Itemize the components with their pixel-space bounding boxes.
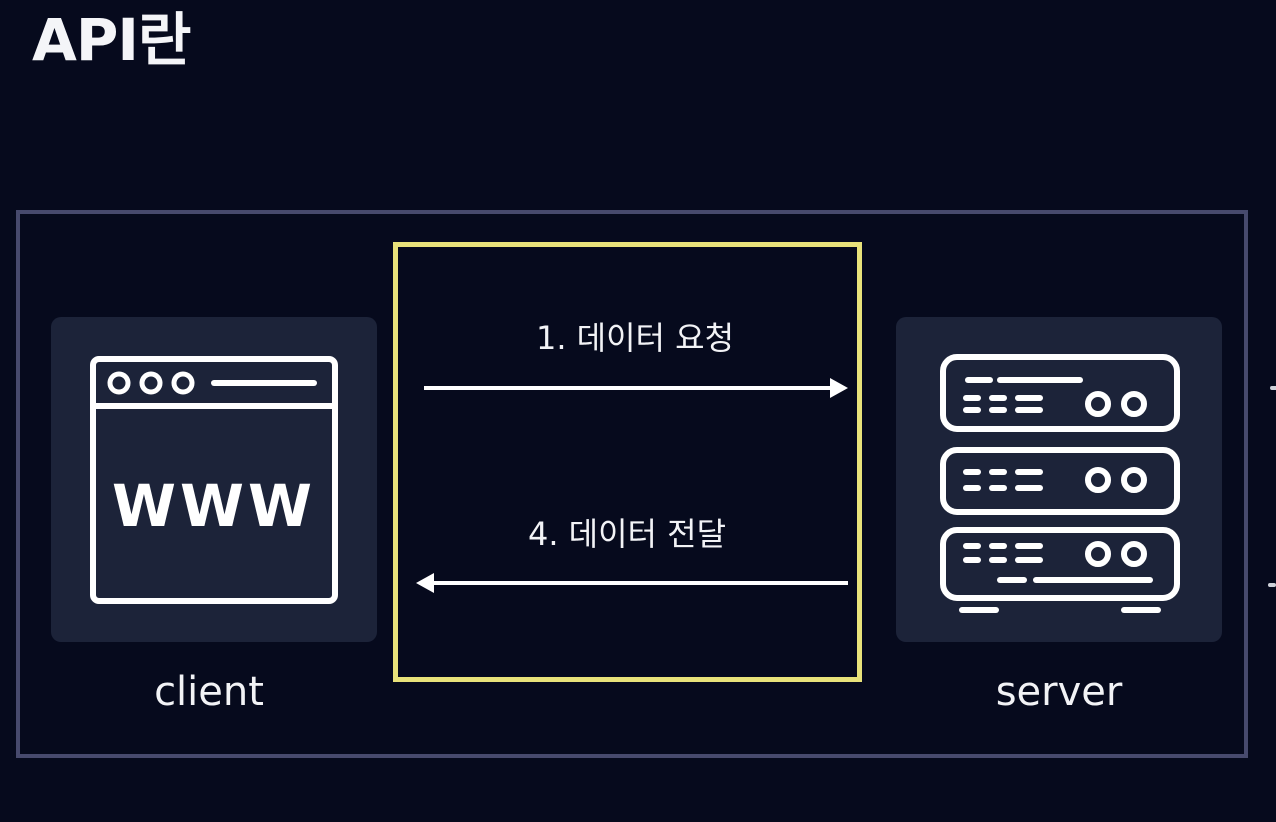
offscreen-arrow-fragment [1270, 386, 1276, 390]
server-label: server [995, 669, 1123, 715]
request-arrow [424, 378, 848, 398]
client-label: client [154, 669, 264, 715]
response-label: 4. 데이터 전달 [527, 515, 727, 553]
client-node [51, 317, 377, 642]
response-arrow [416, 573, 848, 593]
offscreen-arrow-fragment [1268, 583, 1276, 587]
highlight-box [393, 242, 862, 682]
browser-www-text: WWW [112, 472, 316, 540]
server-rack-icon [940, 354, 1180, 613]
browser-window-icon: WWW [90, 356, 338, 604]
request-label: 1. 데이터 요청 [535, 319, 735, 357]
server-node [896, 317, 1222, 642]
page-title: API란 [32, 6, 191, 74]
diagram-frame [16, 210, 1248, 758]
